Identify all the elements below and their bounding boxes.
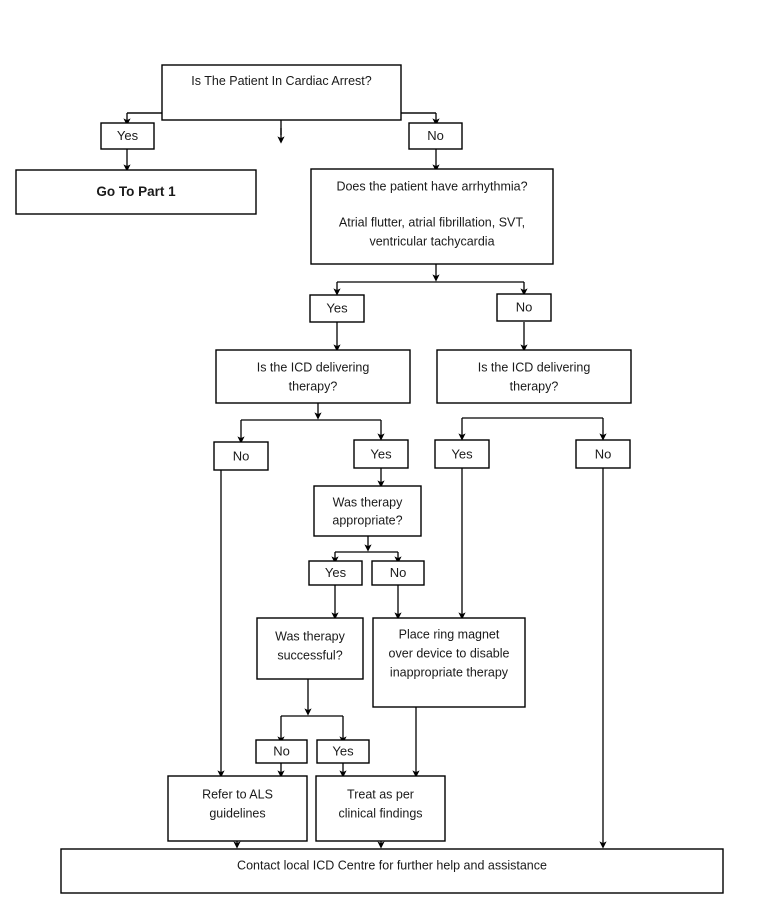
node-go-to-part-1[interactable]: Go To Part 1	[15, 169, 257, 215]
edge-arrhythmia-split	[333, 264, 528, 296]
node-icdr-no[interactable]: No	[575, 439, 631, 469]
node-succ-no-label: No	[273, 743, 290, 758]
node-contact-icd-centre[interactable]: Contact local ICD Centre for further hel…	[60, 848, 724, 894]
node-arrhythmia-line-3: ventricular tachycardia	[369, 234, 494, 248]
node-ca-no[interactable]: No	[408, 122, 463, 150]
node-appr-no[interactable]: No	[371, 560, 425, 586]
node-icd-right-line-1: Is the ICD delivering	[478, 360, 591, 374]
node-place-ring-magnet[interactable]: Place ring magnet over device to disable…	[372, 617, 526, 708]
edge-icd-left-split	[237, 403, 385, 444]
node-ca-yes-label: Yes	[117, 128, 139, 143]
node-appr-yes-label: Yes	[325, 565, 347, 580]
node-therapy-successful-line-1: Was therapy	[275, 629, 345, 643]
node-icdr-yes[interactable]: Yes	[434, 439, 490, 469]
node-arrhythmia-line-1: Does the patient have arrhythmia?	[336, 179, 527, 193]
node-appr-no-label: No	[390, 565, 407, 580]
node-therapy-appropriate-line-2: appropriate?	[332, 513, 402, 527]
node-succ-yes-label: Yes	[332, 743, 354, 758]
node-cardiac-arrest-label: Is The Patient In Cardiac Arrest?	[191, 74, 371, 88]
node-icdl-yes[interactable]: Yes	[353, 439, 409, 469]
node-treat-as-per-clinical-findings[interactable]: Treat as per clinical findings	[315, 775, 446, 842]
node-arr-yes[interactable]: Yes	[309, 294, 365, 323]
node-arr-no[interactable]: No	[496, 293, 552, 322]
node-magnet-line-3: inappropriate therapy	[390, 665, 509, 679]
node-refer-als-line-2: guidelines	[209, 806, 265, 820]
node-contact-label: Contact local ICD Centre for further hel…	[237, 858, 547, 872]
node-magnet-line-2: over device to disable	[389, 646, 510, 660]
node-ca-no-label: No	[427, 128, 444, 143]
node-icdr-yes-label: Yes	[451, 446, 473, 461]
edge-successful-split	[277, 679, 347, 744]
node-icdl-no-label: No	[233, 448, 250, 463]
node-cardiac-arrest[interactable]: Is The Patient In Cardiac Arrest?	[161, 64, 402, 121]
node-arrhythmia-question[interactable]: Does the patient have arrhythmia? Atrial…	[310, 168, 554, 265]
node-refer-to-als[interactable]: Refer to ALS guidelines	[167, 775, 308, 842]
node-icd-left-line-1: Is the ICD delivering	[257, 360, 370, 374]
node-appr-yes[interactable]: Yes	[308, 560, 363, 586]
edge-appropriate-split	[331, 536, 402, 564]
node-succ-no[interactable]: No	[255, 739, 308, 764]
node-icd-delivering-right[interactable]: Is the ICD delivering therapy?	[436, 349, 632, 404]
node-therapy-appropriate[interactable]: Was therapy appropriate?	[313, 485, 422, 537]
node-icdl-yes-label: Yes	[370, 446, 392, 461]
node-therapy-successful-line-2: successful?	[277, 648, 342, 662]
node-treat-line-2: clinical findings	[338, 806, 422, 820]
node-magnet-line-1: Place ring magnet	[399, 627, 500, 641]
node-succ-yes[interactable]: Yes	[316, 739, 370, 764]
node-icd-delivering-left[interactable]: Is the ICD delivering therapy?	[215, 349, 411, 404]
node-arr-no-label: No	[516, 299, 533, 314]
node-refer-als-line-1: Refer to ALS	[202, 787, 273, 801]
node-treat-line-1: Treat as per	[347, 787, 414, 801]
node-arrhythmia-line-2: Atrial flutter, atrial fibrillation, SVT…	[339, 215, 525, 229]
node-icdr-no-label: No	[595, 446, 612, 461]
edge-icd-right-split	[458, 417, 607, 441]
node-ca-yes[interactable]: Yes	[100, 122, 155, 150]
node-arr-yes-label: Yes	[326, 300, 348, 315]
node-icdl-no[interactable]: No	[213, 441, 269, 471]
node-go-to-part-1-label: Go To Part 1	[96, 184, 176, 199]
node-icd-right-line-2: therapy?	[510, 379, 559, 393]
node-icd-left-line-2: therapy?	[289, 379, 338, 393]
node-therapy-appropriate-line-1: Was therapy	[333, 495, 403, 509]
node-therapy-successful[interactable]: Was therapy successful?	[256, 617, 364, 680]
